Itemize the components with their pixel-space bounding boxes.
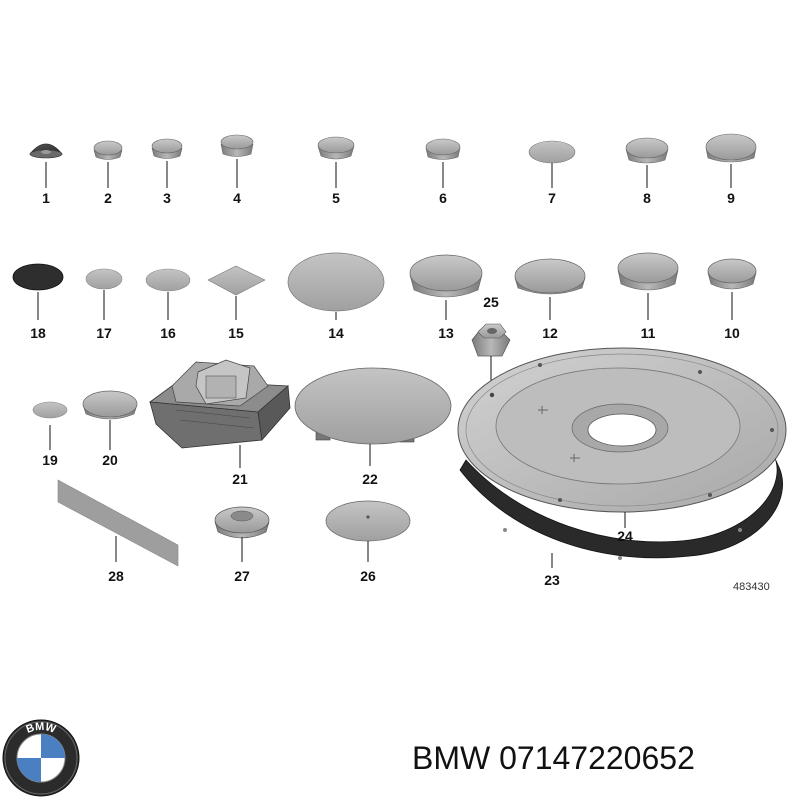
label-13: 13 bbox=[438, 325, 454, 341]
part-caption: BMW 07147220652 bbox=[412, 740, 695, 777]
label-19: 19 bbox=[42, 452, 58, 468]
label-23: 23 bbox=[544, 572, 560, 588]
part-27: 27 bbox=[214, 506, 270, 584]
part-24: 24 bbox=[457, 347, 787, 544]
label-14: 14 bbox=[328, 325, 344, 341]
part-1: 1 bbox=[29, 143, 63, 206]
part-9: 9 bbox=[705, 133, 757, 206]
label-15: 15 bbox=[228, 325, 244, 341]
reference-number: 483430 bbox=[733, 581, 770, 593]
label-5: 5 bbox=[332, 190, 340, 206]
part-3: 3 bbox=[151, 138, 183, 206]
brand-name: BMW bbox=[412, 740, 491, 776]
part-8: 8 bbox=[625, 137, 669, 206]
label-9: 9 bbox=[727, 190, 735, 206]
label-27: 27 bbox=[234, 568, 250, 584]
part-28: 28 bbox=[57, 479, 179, 584]
part-14: 14 bbox=[287, 252, 385, 341]
label-12: 12 bbox=[542, 325, 558, 341]
label-3: 3 bbox=[163, 190, 171, 206]
label-4: 4 bbox=[233, 190, 241, 206]
part-2: 2 bbox=[93, 140, 123, 206]
part-10: 10 bbox=[707, 258, 757, 341]
part-12: 12 bbox=[514, 258, 586, 341]
label-26: 26 bbox=[360, 568, 376, 584]
label-28: 28 bbox=[108, 568, 124, 584]
label-24: 24 bbox=[617, 528, 633, 544]
part-11: 11 bbox=[617, 252, 679, 341]
label-10: 10 bbox=[724, 325, 740, 341]
label-16: 16 bbox=[160, 325, 176, 341]
label-25: 25 bbox=[483, 294, 499, 310]
part-5: 5 bbox=[317, 136, 355, 206]
part-18: 18 bbox=[12, 263, 64, 341]
label-2: 2 bbox=[104, 190, 112, 206]
label-21: 21 bbox=[232, 471, 248, 487]
part-25: 25 bbox=[471, 294, 511, 390]
part-7: 7 bbox=[528, 140, 576, 206]
part-26: 26 bbox=[325, 500, 411, 584]
part-number: 07147220652 bbox=[499, 740, 695, 776]
part-15: 15 bbox=[207, 265, 266, 341]
bmw-logo: BMW bbox=[2, 719, 80, 797]
part-6: 6 bbox=[425, 138, 461, 206]
part-4: 4 bbox=[220, 134, 254, 206]
label-11: 11 bbox=[641, 325, 656, 341]
label-6: 6 bbox=[439, 190, 447, 206]
label-20: 20 bbox=[102, 452, 118, 468]
part-16: 16 bbox=[145, 268, 191, 341]
bmw-logo-letters: BMW bbox=[25, 721, 58, 736]
label-22: 22 bbox=[362, 471, 378, 487]
label-18: 18 bbox=[30, 325, 46, 341]
part-22: 22 bbox=[294, 367, 452, 487]
label-8: 8 bbox=[643, 190, 651, 206]
part-23: 23 bbox=[459, 451, 783, 588]
label-1: 1 bbox=[42, 190, 50, 206]
label-7: 7 bbox=[548, 190, 556, 206]
part-21: 21 bbox=[148, 359, 291, 487]
part-13: 13 bbox=[409, 254, 483, 341]
part-19: 19 bbox=[32, 401, 68, 468]
part-20: 20 bbox=[82, 390, 138, 468]
part-17: 17 bbox=[85, 268, 123, 341]
label-17: 17 bbox=[96, 325, 112, 341]
